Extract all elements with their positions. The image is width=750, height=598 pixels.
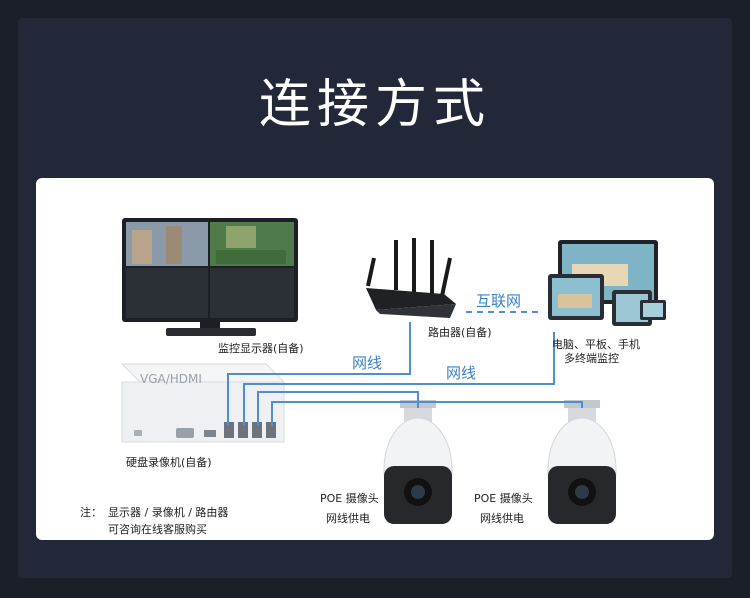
- router-label: 路由器(自备): [428, 326, 492, 339]
- note-line-2: 可咨询在线客服购买: [108, 523, 207, 536]
- monitor-icon: [122, 218, 298, 336]
- camera-1-name-label: POE 摄像头: [320, 492, 379, 505]
- devices-label-line2: 多终端监控: [564, 352, 619, 365]
- nvr-label: 硬盘录像机(自备): [126, 456, 212, 469]
- devices-label-line1: 电脑、平板、手机: [552, 338, 640, 351]
- router-icon: [366, 238, 456, 318]
- multi-device-icon: [548, 240, 666, 326]
- note-line-1: 显示器 / 录像机 / 路由器: [108, 506, 229, 519]
- diagram-panel: 监控显示器(自备) 路由器(自备) 互联网 电脑、平板、手机 多终端监控 VGA…: [36, 178, 714, 540]
- internet-label: 互联网: [476, 292, 522, 310]
- connection-diagram: [120, 218, 666, 524]
- net-cable-label-1: 网线: [352, 354, 383, 372]
- camera-2-name-label: POE 摄像头: [474, 492, 533, 505]
- network-cables: [227, 311, 583, 426]
- camera-2-power-label: 网线供电: [480, 512, 524, 525]
- net-cable-label-2: 网线: [446, 364, 477, 382]
- poe-camera-1-icon: [383, 400, 453, 524]
- page-title: 连接方式: [258, 75, 491, 135]
- monitor-label: 监控显示器(自备): [218, 342, 304, 355]
- note-prefix: 注：: [80, 506, 102, 519]
- poe-camera-2-icon: [547, 400, 617, 524]
- vga-hdmi-label: VGA/HDMI: [140, 372, 202, 386]
- camera-1-power-label: 网线供电: [326, 512, 370, 525]
